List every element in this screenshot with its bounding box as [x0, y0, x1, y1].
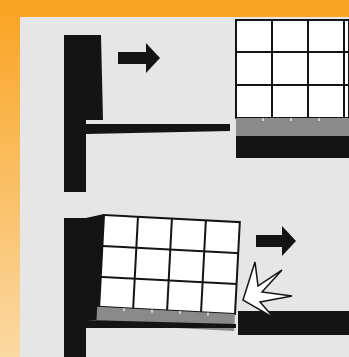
fork-tine: [86, 320, 236, 328]
step-1-pallet-alignment: [64, 19, 349, 192]
pallet: [236, 118, 349, 136]
impact-burst-icon: [242, 261, 293, 319]
right-arrow-icon: [118, 43, 160, 73]
crate-load: [98, 213, 241, 316]
right-arrow-icon: [256, 226, 296, 256]
ground-support: [238, 311, 349, 335]
forklift-mast: [64, 218, 86, 357]
step-2-pallet-lift-impact: [64, 213, 349, 357]
tilted-load: [96, 213, 241, 331]
fork-carriage: [86, 35, 103, 120]
ground-support: [236, 136, 349, 158]
forklift-mast: [64, 35, 86, 192]
crate-load: [235, 19, 349, 119]
fork-tine: [86, 124, 230, 134]
